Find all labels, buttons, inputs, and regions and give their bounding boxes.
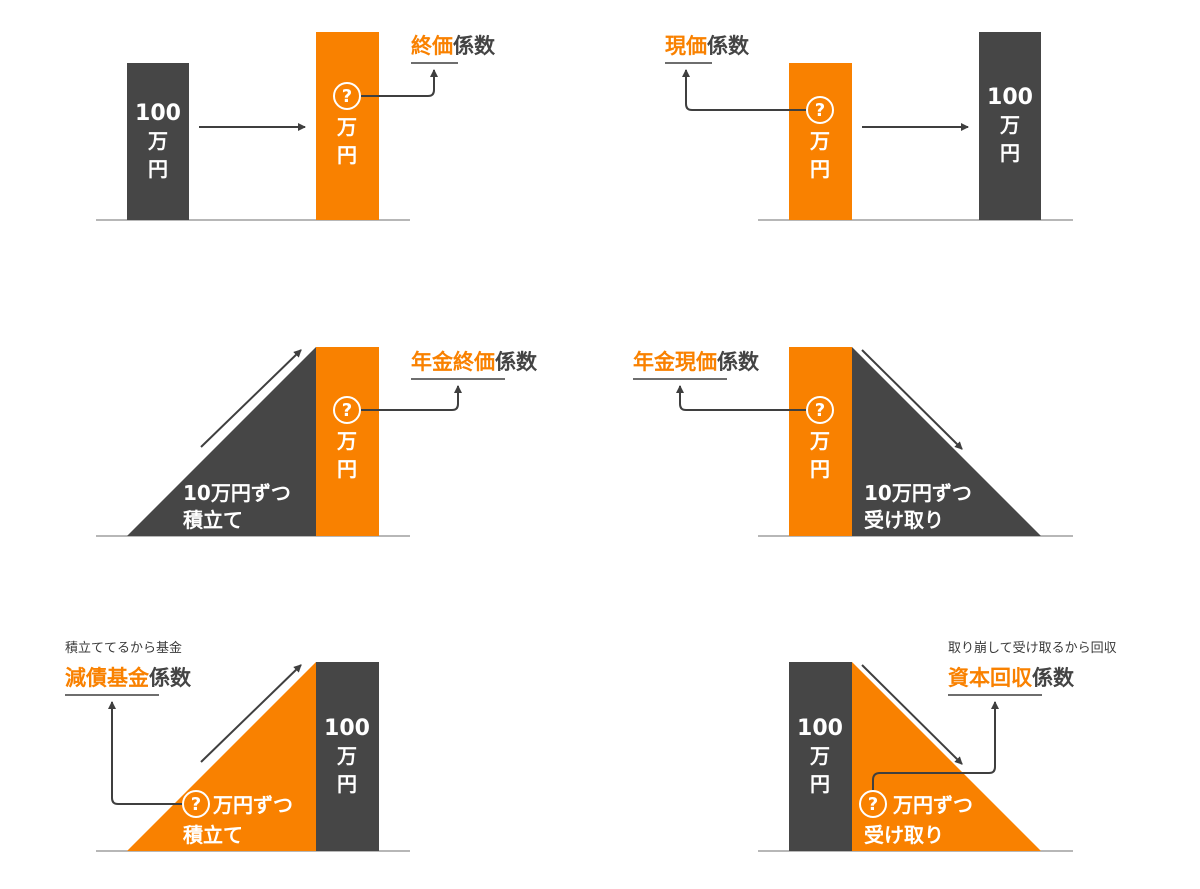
coefficient-title: 資本回収係数 [948,666,1075,690]
panel-annuity-final: 10万円ずつ 積立て ? 万 円 年金終価係数 [96,347,538,537]
panel-present-value: 現価係数 ? 万 円 100 万 円 [665,32,1073,221]
panel-annuity-present: 年金現価係数 ? 万 円 10万円ずつ 受け取り [633,347,1073,537]
unit-man-label: 万 [336,744,357,768]
installment-label: 万円ずつ [212,793,293,817]
pointer-arrow [682,69,806,111]
pointer-arrow [676,385,806,411]
unit-man-label: 万 [809,744,830,768]
question-mark: ? [342,86,352,107]
amount-label: 100 [987,85,1033,110]
pointer-arrow [361,69,438,97]
accumulation-arrow [200,349,302,448]
unit-en-label: 円 [337,457,357,481]
bar-100-man-en [127,63,189,220]
bar-unknown [316,32,379,220]
bar-unknown [789,347,852,536]
unit-man-label: 万 [147,129,168,153]
unit-en-label: 円 [148,157,168,181]
unit-man-label: 万 [336,115,357,139]
unknown-circle [859,790,887,818]
bar-100-man-en [979,32,1041,220]
bar-100-man-en [316,662,379,851]
accumulate-label: 積立て [183,823,243,847]
unknown-circle [806,96,834,124]
unit-en-label: 円 [810,772,830,796]
bar-unknown [316,347,379,536]
unit-en-label: 円 [810,457,830,481]
unknown-circle [182,790,210,818]
panel-sinking-fund: 積立ててるから基金 減債基金係数 ? 万円ずつ 積立て 100 万 円 [65,640,410,852]
unit-en-label: 円 [1000,141,1020,165]
note-text: 取り崩して受け取るから回収 [948,641,1117,656]
accumulation-arrow [200,664,302,763]
unit-man-label: 万 [336,429,357,453]
amount-label: 100 [135,101,181,126]
receive-label: 受け取り [864,823,944,847]
unknown-circle [806,396,834,424]
accumulation-triangle [127,347,316,536]
coefficient-title: 現価係数 [665,34,750,58]
question-mark: ? [342,400,352,421]
question-mark: ? [191,794,201,815]
withdrawal-arrow [861,349,963,450]
bar-100-man-en [789,662,852,851]
installment-label: 10万円ずつ [183,481,291,505]
withdrawal-triangle [852,347,1041,536]
coefficient-title: 減債基金係数 [65,666,192,690]
unit-en-label: 円 [810,157,830,181]
panel-final-value: 100 万 円 ? 万 円 終価係数 [96,32,496,221]
installment-label: 10万円ずつ [864,481,972,505]
coefficient-title: 年金現価係数 [633,350,760,374]
unit-man-label: 万 [999,113,1020,137]
unit-man-label: 万 [809,129,830,153]
pointer-arrow [361,385,462,411]
coefficient-title: 終価係数 [411,34,496,58]
unknown-circle [333,396,361,424]
unknown-circle [333,82,361,110]
coefficient-title: 年金終価係数 [411,350,538,374]
note-text: 積立ててるから基金 [65,640,182,656]
amount-label: 100 [797,716,843,741]
receive-label: 受け取り [864,508,944,532]
pointer-arrow [872,701,999,792]
bar-unknown [789,63,852,220]
accumulate-label: 積立て [183,508,243,532]
question-mark: ? [815,400,825,421]
withdrawal-triangle [852,662,1041,851]
amount-label: 100 [324,716,370,741]
pointer-arrow [108,701,183,805]
panel-capital-recovery: 取り崩して受け取るから回収 資本回収係数 100 万 円 ? 万円ずつ 受け取り [758,641,1117,852]
withdrawal-arrow [861,664,963,765]
unit-en-label: 円 [337,772,357,796]
installment-label: 万円ずつ [892,793,973,817]
unit-man-label: 万 [809,429,830,453]
question-mark: ? [815,100,825,121]
question-mark: ? [868,794,878,815]
unit-en-label: 円 [337,143,357,167]
